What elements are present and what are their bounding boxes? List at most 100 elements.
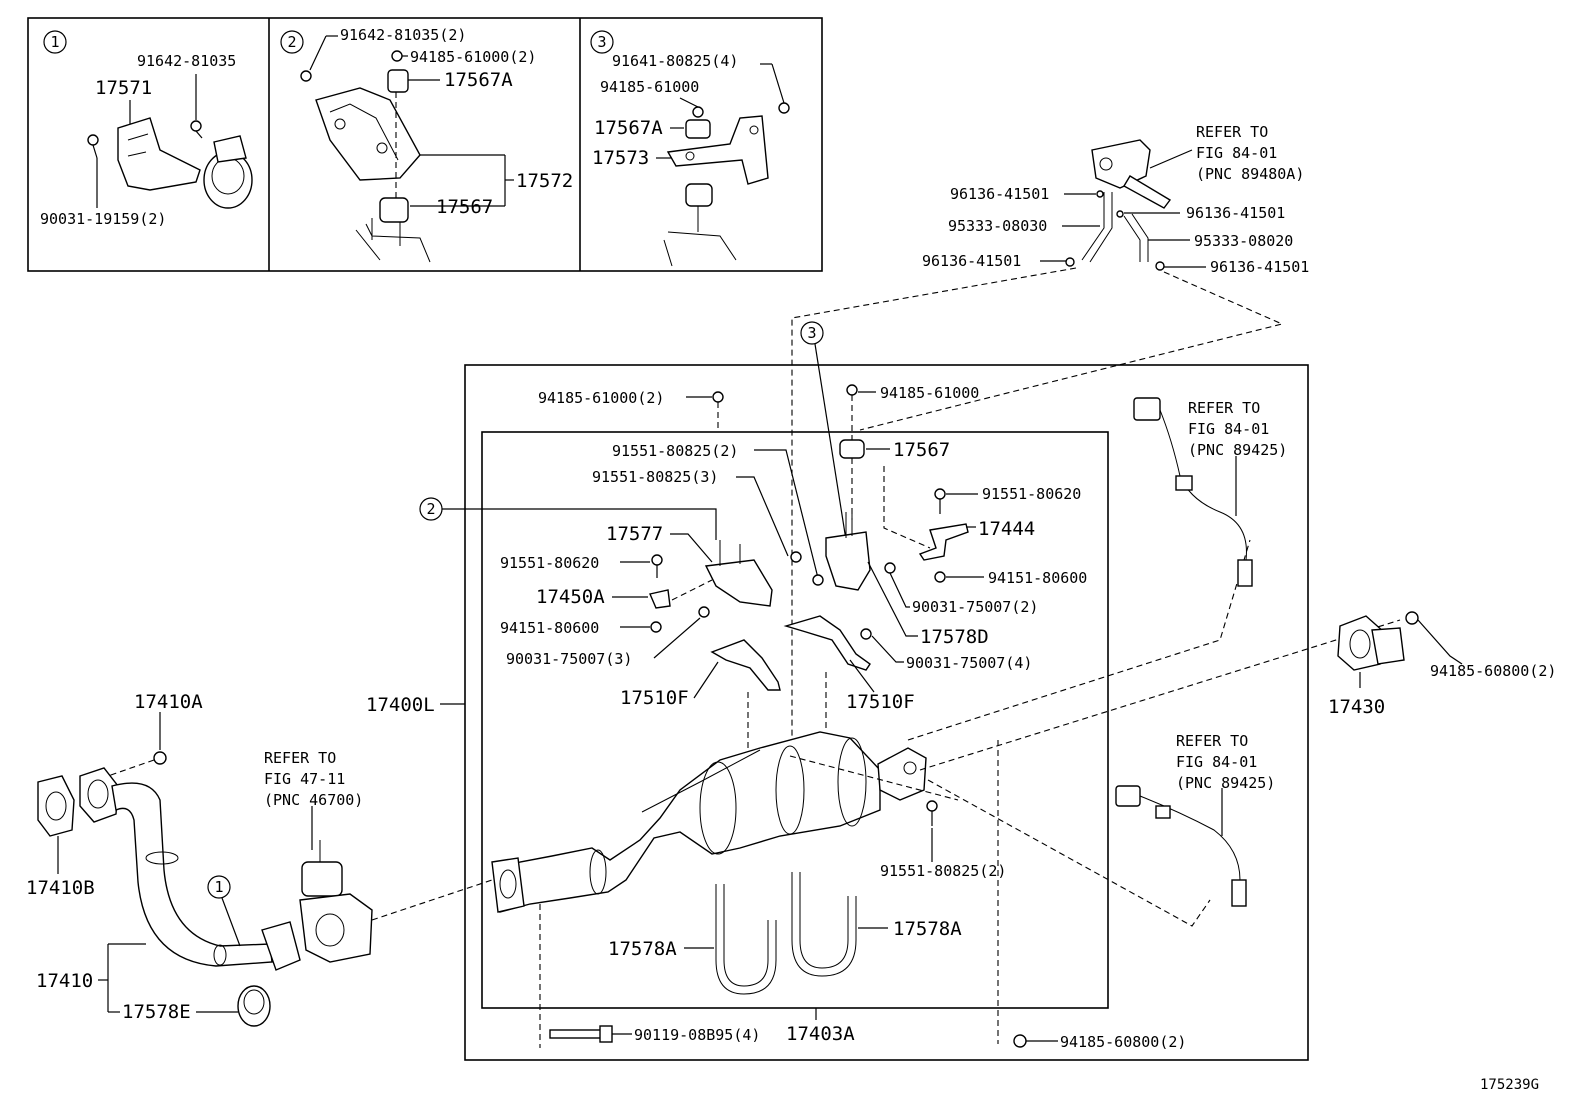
label-91551-80825-3: 91551-80825(3) (592, 468, 718, 486)
nut-94185-61000-right (846, 384, 858, 396)
bracket-17444 (918, 523, 969, 561)
label-17410B: 17410B (26, 877, 95, 899)
refer-label-46700-line3: (PNC 46700) (264, 791, 363, 809)
label-91551-80825-2: 91551-80825(2) (612, 442, 738, 460)
label-17578D: 17578D (920, 626, 989, 648)
callout-2-inset: 2 (280, 30, 304, 54)
label-94185-61000-2-mid: 94185-61000(2) (538, 389, 664, 407)
label-94185-61000-2-top: 94185-61000(2) (410, 48, 536, 66)
label-90031-75007-3: 90031-75007(3) (506, 650, 632, 668)
label-90031-75007-4: 90031-75007(4) (906, 654, 1032, 672)
label-90031-19159: 90031-19159(2) (40, 210, 166, 228)
svg-text:2: 2 (426, 500, 435, 518)
label-94185-61000-inset3: 94185-61000 (600, 78, 699, 96)
refer-label-46700-line2: FIG 47-11 (264, 770, 345, 788)
label-91551-80620-right: 91551-80620 (982, 485, 1081, 503)
refer-label-89425-lower-line1: REFER TO (1176, 732, 1248, 750)
mount-17567 (839, 439, 865, 459)
label-17567-inset2: 17567 (436, 196, 493, 218)
refer-label-89425-lower-line3: (PNC 89425) (1176, 774, 1275, 792)
panel1-bracket-drawing (87, 117, 253, 209)
refer-label-46700-line1: REFER TO (264, 749, 336, 767)
hanger-17510F-left (710, 639, 781, 691)
panel2-bracket-drawing (300, 50, 431, 263)
label-96136-41501-c: 96136-41501 (922, 252, 1021, 270)
label-17572: 17572 (516, 170, 573, 192)
label-90119-08B95: 90119-08B95(4) (634, 1026, 760, 1044)
svg-text:3: 3 (597, 33, 606, 51)
refer-label-89425-upper-line1: REFER TO (1188, 399, 1260, 417)
clamp-17578E (237, 985, 271, 1027)
label-17577: 17577 (606, 523, 663, 545)
oxygen-sensor-lower (1115, 785, 1247, 907)
nut-94151-80600-right (934, 571, 946, 583)
exhaust-valve-assembly (299, 840, 373, 963)
vsv-hose-assembly (1040, 139, 1206, 271)
label-17578A-right: 17578A (893, 918, 962, 940)
tail-pipe-17430 (1337, 615, 1405, 671)
label-17567A-inset2: 17567A (444, 69, 513, 91)
label-94151-80600-right: 94151-80600 (988, 569, 1087, 587)
label-17450A: 17450A (536, 586, 605, 608)
ubolt-17578A-left (715, 884, 777, 995)
assembly-17400L-outer-box (464, 364, 1309, 1061)
svg-text:2: 2 (287, 33, 296, 51)
label-17578E: 17578E (122, 1001, 191, 1023)
callout-3-inset: 3 (590, 30, 614, 54)
label-17410: 17410 (36, 970, 93, 992)
callout-2-main: 2 (419, 497, 443, 521)
ubolt-17578A-right (791, 872, 857, 977)
label-17573: 17573 (592, 147, 649, 169)
label-91641-80825: 91641-80825(4) (612, 52, 738, 70)
callout-3-main: 3 (800, 321, 824, 345)
panel3-bracket-drawing (656, 63, 790, 267)
svg-text:1: 1 (214, 878, 223, 896)
label-95333-08030: 95333-08030 (948, 217, 1047, 235)
label-94185-60800-right: 94185-60800(2) (1430, 662, 1556, 680)
refer-label-89425-lower-line2: FIG 84-01 (1176, 753, 1257, 771)
label-96136-41501-a: 96136-41501 (950, 185, 1049, 203)
label-17567-main: 17567 (893, 439, 950, 461)
nut-94185-60800-bottom (1013, 1034, 1027, 1048)
bolt-91551-80825-bottom (926, 800, 938, 826)
bracket-support-main (825, 512, 871, 591)
label-91551-80620-left: 91551-80620 (500, 554, 599, 572)
label-17567A-inset3: 17567A (594, 117, 663, 139)
callout-1-main: 1 (207, 875, 231, 899)
label-17510F-left: 17510F (620, 687, 689, 709)
callout-1-inset: 1 (43, 30, 67, 54)
label-17403A: 17403A (786, 1023, 855, 1045)
refer-label-89480a-line2: FIG 84-01 (1196, 144, 1277, 162)
label-96136-41501-b: 96136-41501 (1186, 204, 1285, 222)
label-17510F-right: 17510F (846, 691, 915, 713)
bolt-91551-80620-left (651, 554, 663, 578)
nut-17410A (153, 751, 167, 765)
label-17400L: 17400L (366, 694, 435, 716)
front-pipe-17410 (79, 767, 301, 971)
label-91642-81035-2: 91642-81035(2) (340, 26, 466, 44)
refer-label-89480a-line1: REFER TO (1196, 123, 1268, 141)
bolt-91551-80620-right (934, 488, 946, 514)
bracket-17577 (704, 540, 773, 607)
assembly-17403A-inner-box (481, 431, 1109, 1009)
bolt-90119-08B95 (549, 1025, 613, 1043)
diagram-reference-code: 175239G (1480, 1077, 1539, 1093)
nut-94151-80600-left (650, 621, 662, 633)
gasket-17410B (37, 775, 75, 837)
label-95333-08020: 95333-08020 (1194, 232, 1293, 250)
nut-94185-61000-left (712, 391, 724, 403)
label-17578A-left: 17578A (608, 938, 677, 960)
inset-panels: 1 2 3 (27, 17, 823, 272)
svg-text:1: 1 (50, 33, 59, 51)
label-17444: 17444 (978, 518, 1035, 540)
label-17410A: 17410A (134, 691, 203, 713)
label-94151-80600-left: 94151-80600 (500, 619, 599, 637)
oxygen-sensor-upper (1133, 397, 1253, 587)
label-17571: 17571 (95, 77, 152, 99)
label-91642-81035: 91642-81035 (137, 52, 236, 70)
label-90031-75007-2: 90031-75007(2) (912, 598, 1038, 616)
refer-label-89425-upper-line3: (PNC 89425) (1188, 441, 1287, 459)
refer-label-89480a-line3: (PNC 89480A) (1196, 165, 1304, 183)
hanger-17510F-right (783, 615, 871, 671)
